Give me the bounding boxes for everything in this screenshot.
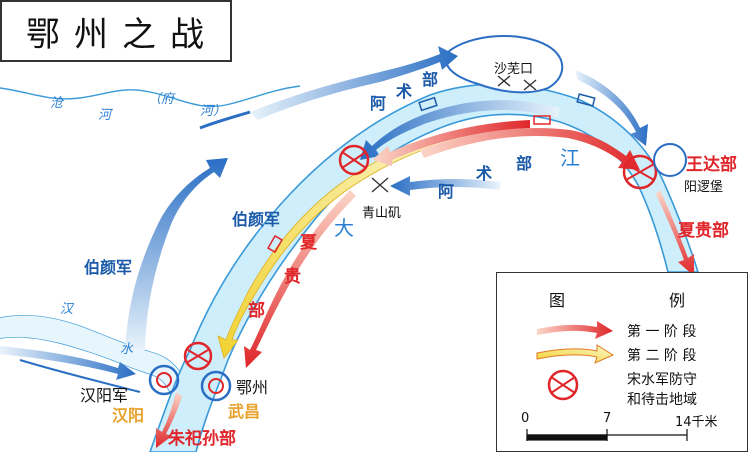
xiagui-arrow-right-red: [656, 190, 694, 276]
legend-scale-bar: [526, 429, 688, 441]
ship-markers: [267, 93, 596, 254]
legend-title-right: 例: [669, 291, 686, 310]
xiagui-arrow-down-red: [244, 190, 356, 368]
force-xiagui-left-3: 部: [248, 301, 265, 321]
boyan-arrow-top: [250, 46, 458, 120]
cang-river-char-2: 河: [98, 108, 112, 123]
ashu-arrow-upper-right: [575, 70, 648, 146]
han-river-char-2: 水: [120, 342, 134, 357]
force-ashu-top-2: 术: [396, 82, 413, 101]
shawukou-inlet: [445, 35, 564, 94]
battle-marks: [371, 75, 537, 193]
legend-stage2-arrow: [536, 344, 615, 364]
cang-river-char-1: 沧: [50, 96, 64, 111]
zhusisun-arrow: [156, 392, 182, 448]
cang-river-char-3: （府: [148, 92, 175, 107]
legend-defense-icon: [547, 369, 579, 401]
boyan-arrow-north: [125, 158, 228, 350]
legend-title-left: 图: [549, 291, 566, 310]
legend-stage1-arrow: [537, 321, 613, 339]
force-xiagui-left-1: 夏: [300, 233, 317, 253]
legend-item-2: 第 二 阶 段: [627, 348, 697, 364]
han-river-water: [0, 315, 180, 392]
legend: 图 例 第 一 阶 段 第 二 阶 段 宋水军防守 和待击地域 0 7 14千米: [496, 272, 748, 452]
song-defense-yangluobao: [622, 143, 687, 190]
legend-scale-tick-0: 0: [521, 411, 530, 426]
force-hanyang-army: 汉阳军: [80, 386, 129, 405]
xiagui-arrow-left-red: [372, 120, 530, 166]
title-text: 鄂州之战: [26, 14, 218, 55]
place-hanyang: 汉阳: [112, 406, 145, 425]
legend-item-3a: 宋水军防守: [627, 372, 697, 388]
force-ashu-river-3: 部: [516, 154, 533, 173]
force-zhusisun: 朱祀孙部: [168, 429, 236, 449]
cang-river-char-4: 河）: [200, 104, 227, 119]
han-river-bank-lower: [0, 336, 171, 393]
place-shawukou: 沙芜口: [494, 62, 534, 77]
force-xiagui-right: 夏贵部: [678, 221, 729, 241]
yangtze-char-2: 江: [560, 146, 580, 170]
song-defense-ezhou: [183, 341, 213, 371]
yangtze-river: [149, 83, 700, 452]
force-ashu-river-2: 术: [476, 164, 493, 183]
mongol-arrow-upperleft: [199, 110, 251, 130]
force-ashu-top-1: 阿: [370, 94, 387, 113]
map-title: 鄂州之战: [0, 0, 232, 62]
song-defense-qingshanji: [338, 144, 370, 176]
place-ezhou: 鄂州: [236, 378, 269, 397]
legend-graphics: [526, 321, 688, 441]
ashu-arrow-lower-left: [390, 176, 500, 196]
place-qingshanji: 青山矶: [362, 206, 402, 221]
place-wuchang: 武昌: [228, 402, 261, 421]
cang-river: [0, 85, 301, 108]
legend-scale-tick-14: 14千米: [675, 415, 718, 430]
place-yangluobao: 阳逻堡: [684, 180, 724, 195]
han-river-char-1: 汉: [60, 302, 74, 317]
force-wangda: 王达部: [686, 155, 737, 175]
legend-item-1: 第 一 阶 段: [627, 324, 697, 340]
legend-item-3b: 和待击地域: [627, 392, 697, 408]
hanyang-arrow-1: [0, 346, 136, 380]
hanyang-target: [148, 364, 232, 402]
stage2-arrow: [217, 127, 473, 359]
force-boyan-mid: 伯颜军: [232, 210, 281, 229]
force-ashu-top-3: 部: [422, 70, 439, 89]
ashu-arrow-river-left: [360, 100, 560, 160]
force-xiagui-left-2: 贵: [284, 267, 301, 287]
legend-scale-tick-7: 7: [603, 411, 612, 426]
xiagui-arrow-upper-red: [420, 128, 640, 170]
hanyang-arrow-2: [19, 359, 141, 393]
yangtze-char-1: 大: [334, 216, 354, 240]
force-ashu-river-1: 阿: [438, 182, 455, 201]
force-boyan-upper: 伯颜军: [84, 258, 133, 277]
